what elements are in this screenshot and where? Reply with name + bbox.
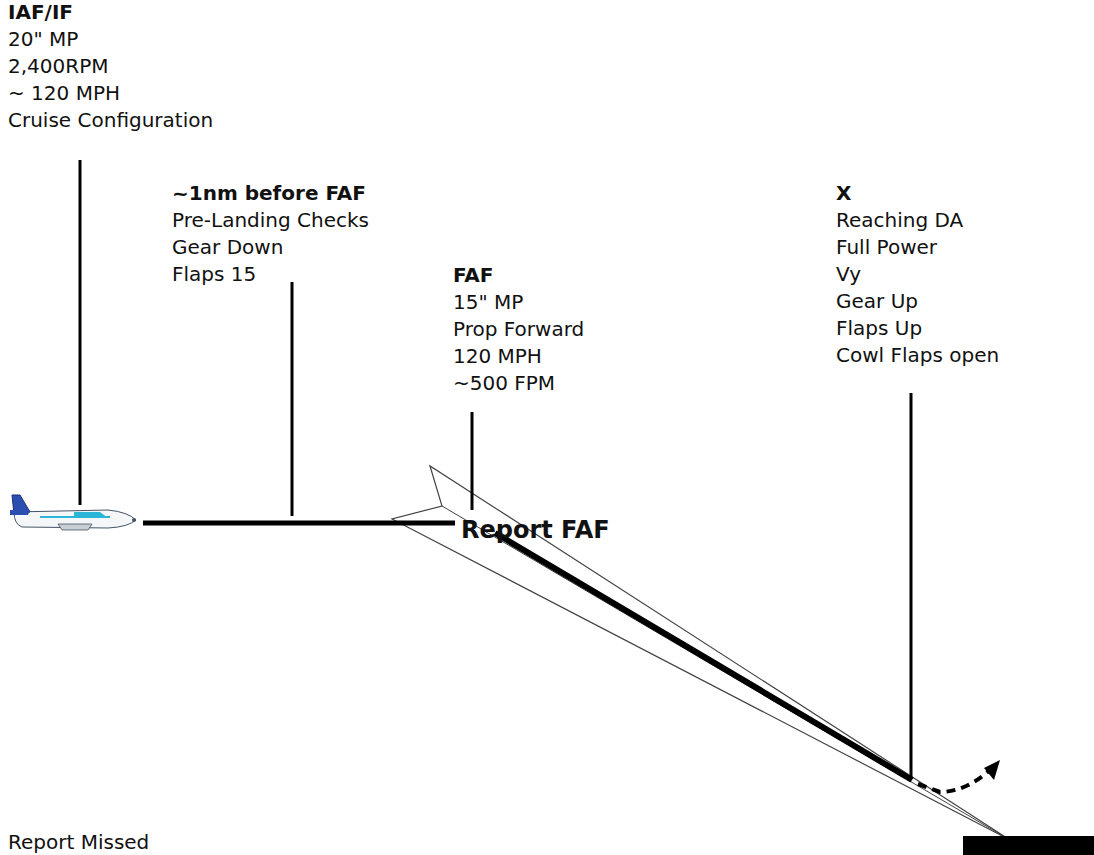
callout-text: ~500 FPM xyxy=(453,371,555,395)
leader-line xyxy=(471,412,474,510)
callout-text: ~ 120 MPH xyxy=(8,81,120,105)
level-segment xyxy=(143,521,455,526)
callout-text: Reaching DA xyxy=(836,208,963,232)
airplane xyxy=(10,495,136,530)
callout-text: Vy xyxy=(836,262,861,286)
callout-text: Flaps Up xyxy=(836,316,922,340)
leader-line xyxy=(910,393,913,778)
missed-approach-path xyxy=(918,770,990,792)
callout-text: 2,400RPM xyxy=(8,54,108,78)
callout-text: Report Missed xyxy=(8,830,149,854)
callout-text: Flaps 15 xyxy=(172,262,256,286)
callout-text: FAF xyxy=(453,263,494,287)
callout-text: Pre-Landing Checks xyxy=(172,208,369,232)
leader-line xyxy=(79,160,82,505)
callout-text: ~1nm before FAF xyxy=(172,181,366,205)
callout-text: Report FAF xyxy=(461,517,610,543)
callout-text: Gear Up xyxy=(836,289,918,313)
callout-text: Prop Forward xyxy=(453,317,584,341)
callout-text: 15" MP xyxy=(453,290,523,314)
glidepath-centre xyxy=(442,506,1010,840)
callout-text: Cruise Configuration xyxy=(8,108,213,132)
callout-text: Cowl Flaps open xyxy=(836,343,999,367)
fix-marker: X xyxy=(836,181,851,205)
missed-arrowhead xyxy=(984,760,1000,780)
leader-line xyxy=(291,282,294,516)
callout-text: 20" MP xyxy=(8,27,78,51)
callout-text: IAF/IF xyxy=(8,0,73,24)
callout-text: 120 MPH xyxy=(453,344,542,368)
callout-text: Full Power xyxy=(836,235,937,259)
runway xyxy=(963,836,1094,855)
callout-text: Gear Down xyxy=(172,235,283,259)
glidepath-wedge xyxy=(392,466,1010,840)
descent-segment xyxy=(495,533,912,780)
